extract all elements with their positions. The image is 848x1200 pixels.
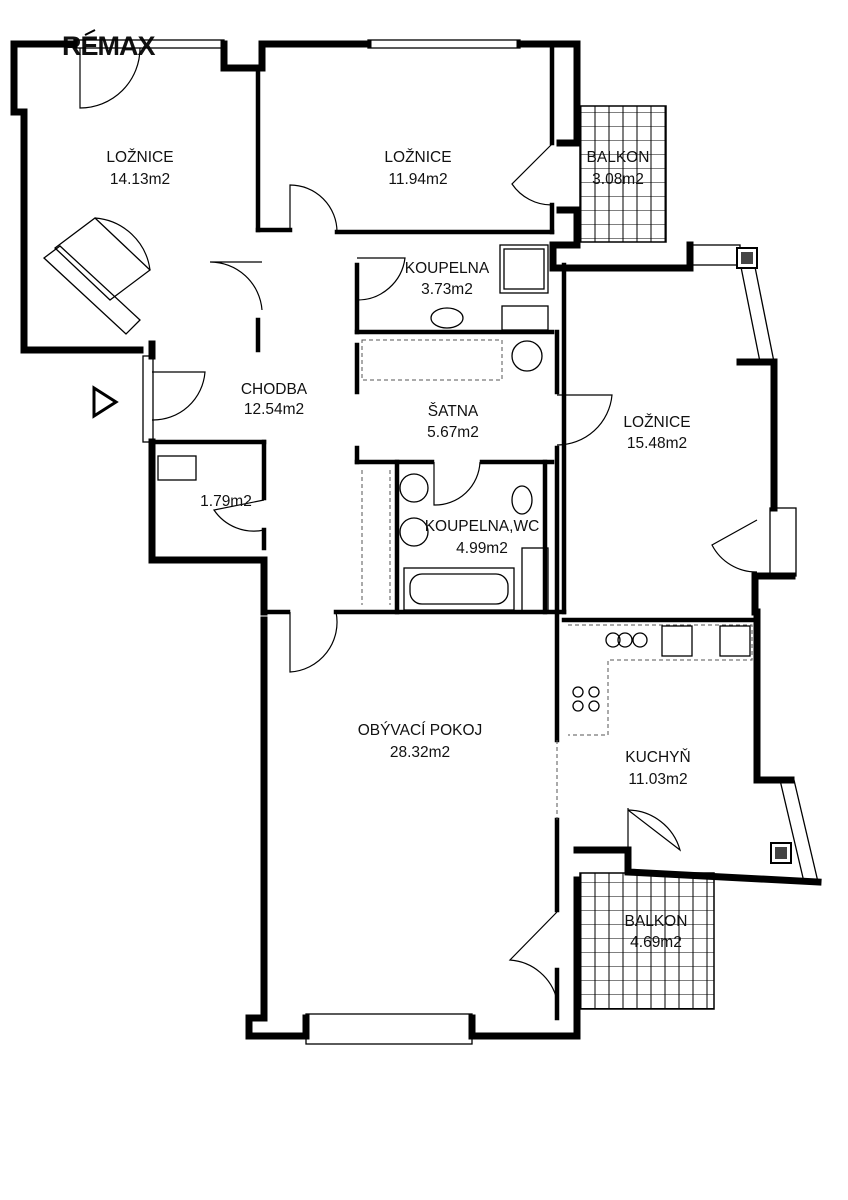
room-label-2-area: 11.94m2 xyxy=(388,171,447,188)
room-label-4-name: KOUPELNA xyxy=(405,260,490,277)
bathroom-fixtures xyxy=(157,244,549,613)
bedroom-bed xyxy=(42,217,152,335)
room-label-7-area: 15.48m2 xyxy=(627,435,687,452)
room-label-11-area: 11.03m2 xyxy=(628,771,687,788)
room-label-7-name: LOŽNICE xyxy=(623,414,690,431)
columns xyxy=(736,247,792,864)
room-label-5-area: 12.54m2 xyxy=(244,401,304,418)
remax-logo: REMAX xyxy=(62,31,155,61)
room-label-9-area: 4.99m2 xyxy=(456,540,508,557)
room-label-10-name: OBÝVACÍ POKOJ xyxy=(358,722,483,739)
room-label-2-name: LOŽNICE xyxy=(384,149,451,166)
room-label-6-name: ŠATNA xyxy=(428,403,479,420)
room-label-4-area: 3.73m2 xyxy=(421,281,473,298)
kitchen-counter xyxy=(568,624,753,736)
balcony-bottom xyxy=(579,872,715,1010)
room-label-10-area: 28.32m2 xyxy=(390,744,450,761)
room-label-9-name: KOUPELNA,WC xyxy=(425,518,540,535)
logo-accent xyxy=(84,29,96,36)
room-label-11-name: KUCHYŇ xyxy=(625,749,690,766)
balcony-top xyxy=(579,105,667,243)
room-labels: LOŽNICE 14.13m2 LOŽNICE 11.94m2 BALKON 3… xyxy=(106,149,690,951)
doors xyxy=(79,47,758,1001)
room-label-12-name: BALKON xyxy=(625,913,688,930)
room-label-8-area: 1.79m2 xyxy=(200,493,252,510)
room-label-12-area: 4.69m2 xyxy=(630,934,682,951)
entrance-triangle xyxy=(92,385,119,419)
room-label-1-name: LOŽNICE xyxy=(106,149,173,166)
room-label-1-area: 14.13m2 xyxy=(110,171,170,188)
room-label-3-area: 3.08m2 xyxy=(592,171,644,188)
room-label-3-name: BALKON xyxy=(587,149,650,166)
interior-walls xyxy=(149,41,760,1021)
room-label-6-area: 5.67m2 xyxy=(427,424,479,441)
room-label-5-name: CHODBA xyxy=(241,381,308,398)
wardrobe xyxy=(361,339,543,605)
